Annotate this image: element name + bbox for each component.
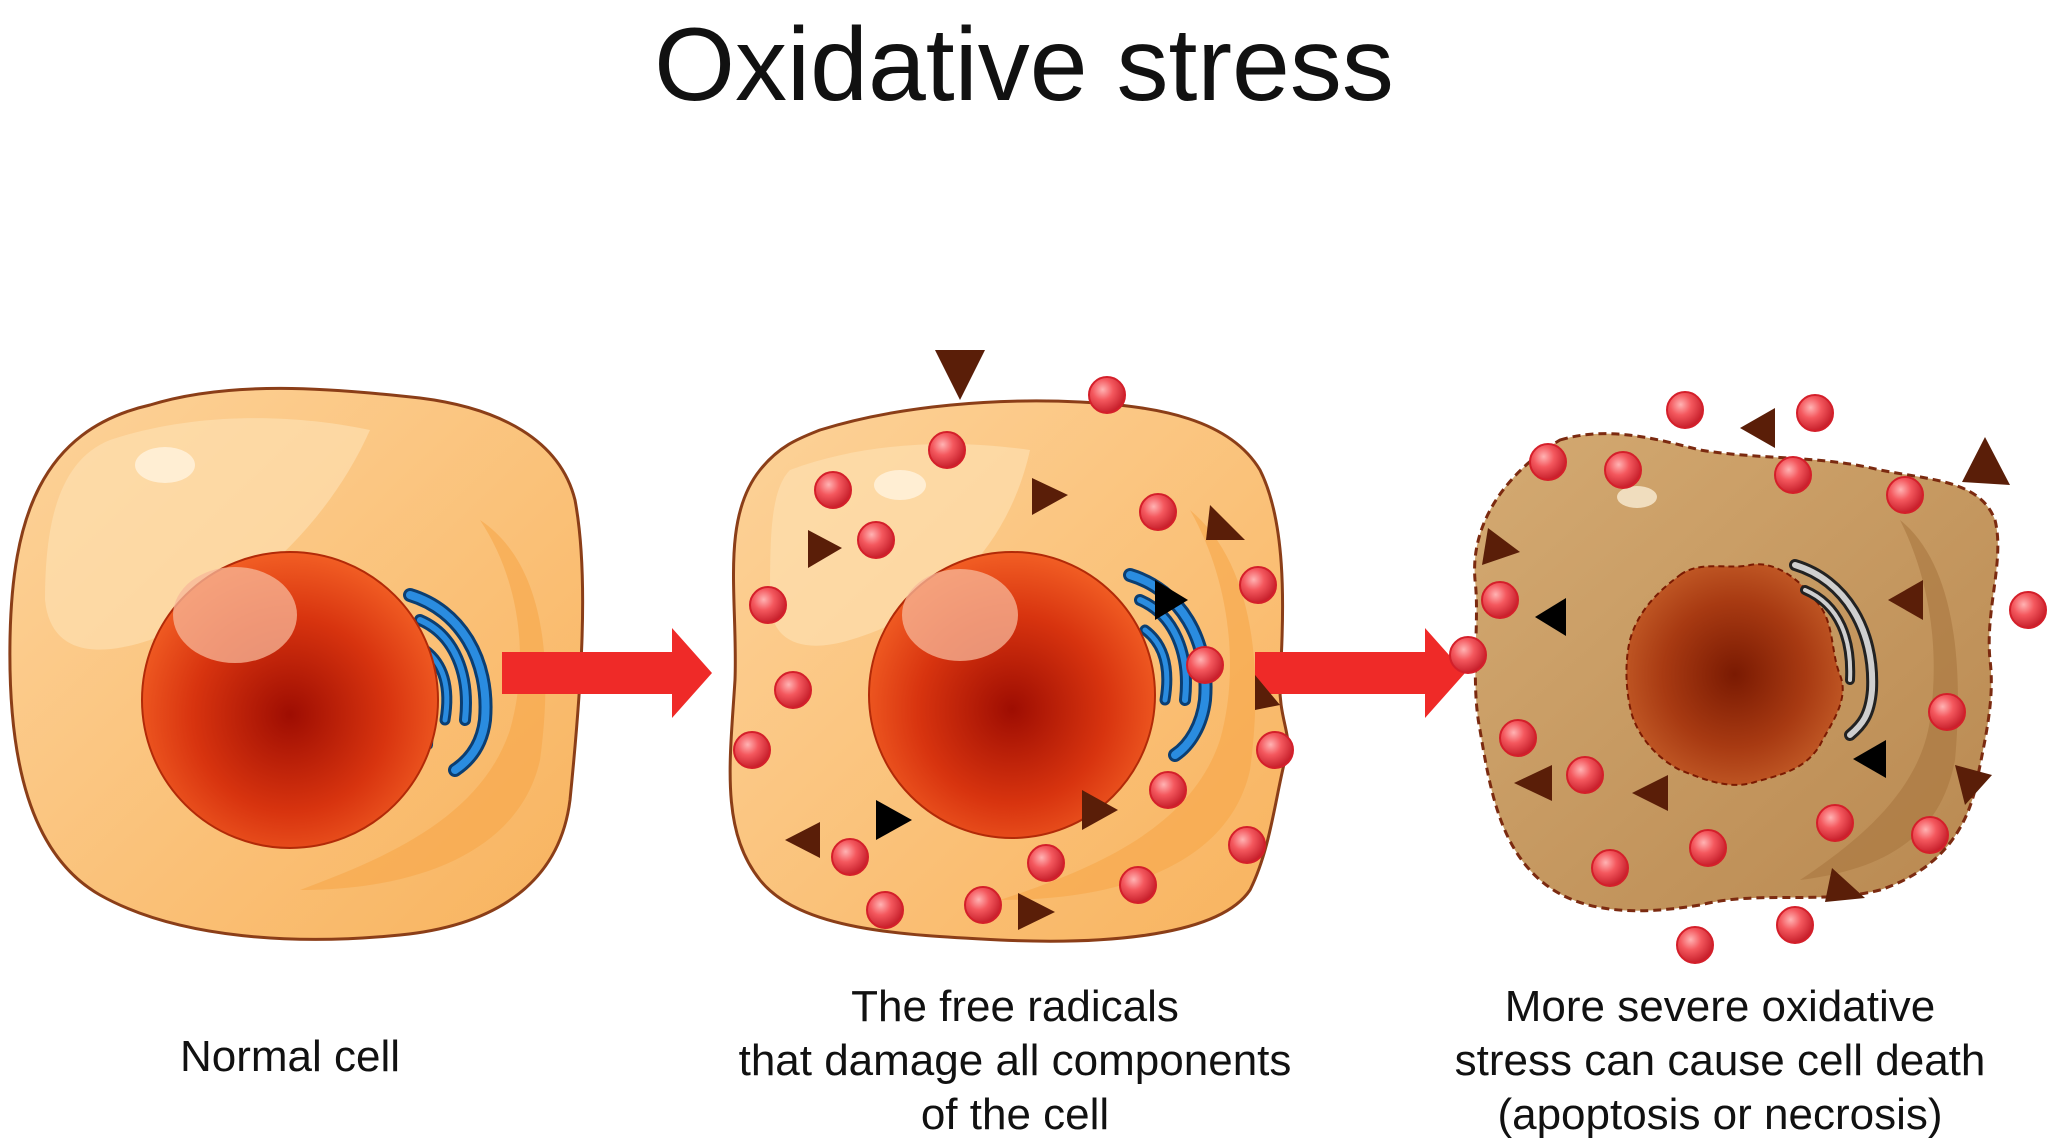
free-radical [1666, 391, 1704, 429]
free-radicals [733, 376, 2047, 964]
caption-line: More severe oxidative [1504, 982, 1936, 1031]
caption-free-radicals: The free radicals that damage all compon… [715, 980, 1315, 1142]
dying-nucleus [1625, 563, 1844, 786]
damaged-molecules [785, 350, 2010, 930]
free-radical [1027, 844, 1065, 882]
free-radical [928, 431, 966, 469]
triangle-brown [1514, 765, 1552, 801]
caption-line: Normal cell [179, 1032, 401, 1081]
triangle-brown [1018, 893, 1055, 930]
triangle-brown [785, 822, 820, 858]
free-radical [1239, 566, 1277, 604]
free-radical [1256, 731, 1294, 769]
caption-line: (apoptosis or necrosis) [1497, 1090, 1943, 1139]
dying-cell-shade [1800, 520, 1958, 880]
caption-line: of the cell [920, 1090, 1110, 1139]
free-radical [1676, 926, 1714, 964]
damaged-cell-inner-shade [1000, 510, 1256, 900]
normal-nucleus-highlight [173, 567, 297, 663]
free-radical [2009, 591, 2047, 629]
free-radical [1529, 443, 1567, 481]
free-radical [1566, 756, 1604, 794]
free-radical [749, 586, 787, 624]
triangle-brown [1032, 478, 1068, 515]
triangle-brown [1082, 790, 1118, 830]
dying-golgi [1789, 559, 1879, 741]
free-radical [1139, 493, 1177, 531]
triangle-brown [935, 350, 985, 400]
damaged-cell-sheen [874, 470, 926, 500]
triangle-brown [808, 530, 842, 568]
free-radical [1689, 829, 1727, 867]
free-radical [1149, 771, 1187, 809]
dying-cell [1473, 432, 2000, 913]
triangle-brown [1206, 505, 1245, 540]
triangle-brown [1740, 408, 1775, 448]
free-radical [1816, 804, 1854, 842]
triangle-brown [1962, 437, 2010, 485]
free-radical [1228, 826, 1266, 864]
caption-cell-death: More severe oxidative stress can cause c… [1440, 980, 2000, 1142]
triangle-black [876, 800, 912, 840]
damaged-nucleus-highlight [902, 569, 1018, 661]
free-radical [1499, 719, 1537, 757]
normal-cell [8, 386, 585, 941]
free-radical [1774, 456, 1812, 494]
free-radical [964, 886, 1002, 924]
free-radical [733, 731, 771, 769]
free-radical [866, 891, 904, 929]
caption-line: The free radicals [851, 982, 1179, 1031]
triangle-brown [1255, 675, 1280, 710]
triangle-brown [1632, 775, 1668, 811]
free-radical [1591, 849, 1629, 887]
triangle-brown [1482, 528, 1520, 565]
dying-cell-sheen [1617, 486, 1657, 508]
free-radical [774, 671, 812, 709]
free-radical [1481, 581, 1519, 619]
diagram-title: Oxidative stress [654, 7, 1394, 123]
triangle-brown [1888, 580, 1923, 620]
free-radical [1186, 646, 1224, 684]
free-radical [1911, 816, 1949, 854]
free-radical [1449, 636, 1487, 674]
triangle-brown [1825, 868, 1865, 902]
free-radical [1796, 394, 1834, 432]
caption-normal-cell: Normal cell [130, 1030, 450, 1084]
caption-line: that damage all components [738, 1036, 1292, 1085]
free-radical [1776, 906, 1814, 944]
free-radical [1928, 693, 1966, 731]
free-radical [814, 471, 852, 509]
free-radical [1119, 866, 1157, 904]
caption-line: stress can cause cell death [1454, 1036, 1986, 1085]
process-arrow-1 [502, 628, 712, 718]
normal-cell-highlight [45, 418, 370, 650]
free-radical [831, 838, 869, 876]
triangle-black [1155, 580, 1188, 620]
triangle-black [1535, 598, 1566, 636]
free-radical [857, 521, 895, 559]
triangle-brown [1955, 765, 1992, 805]
triangle-black [1853, 740, 1886, 778]
normal-cell-inner-shade [300, 520, 546, 890]
normal-cell-sheen [135, 447, 195, 483]
process-arrow-2 [1255, 628, 1465, 718]
free-radical [1088, 376, 1126, 414]
free-radical [1886, 476, 1924, 514]
free-radical [1604, 451, 1642, 489]
